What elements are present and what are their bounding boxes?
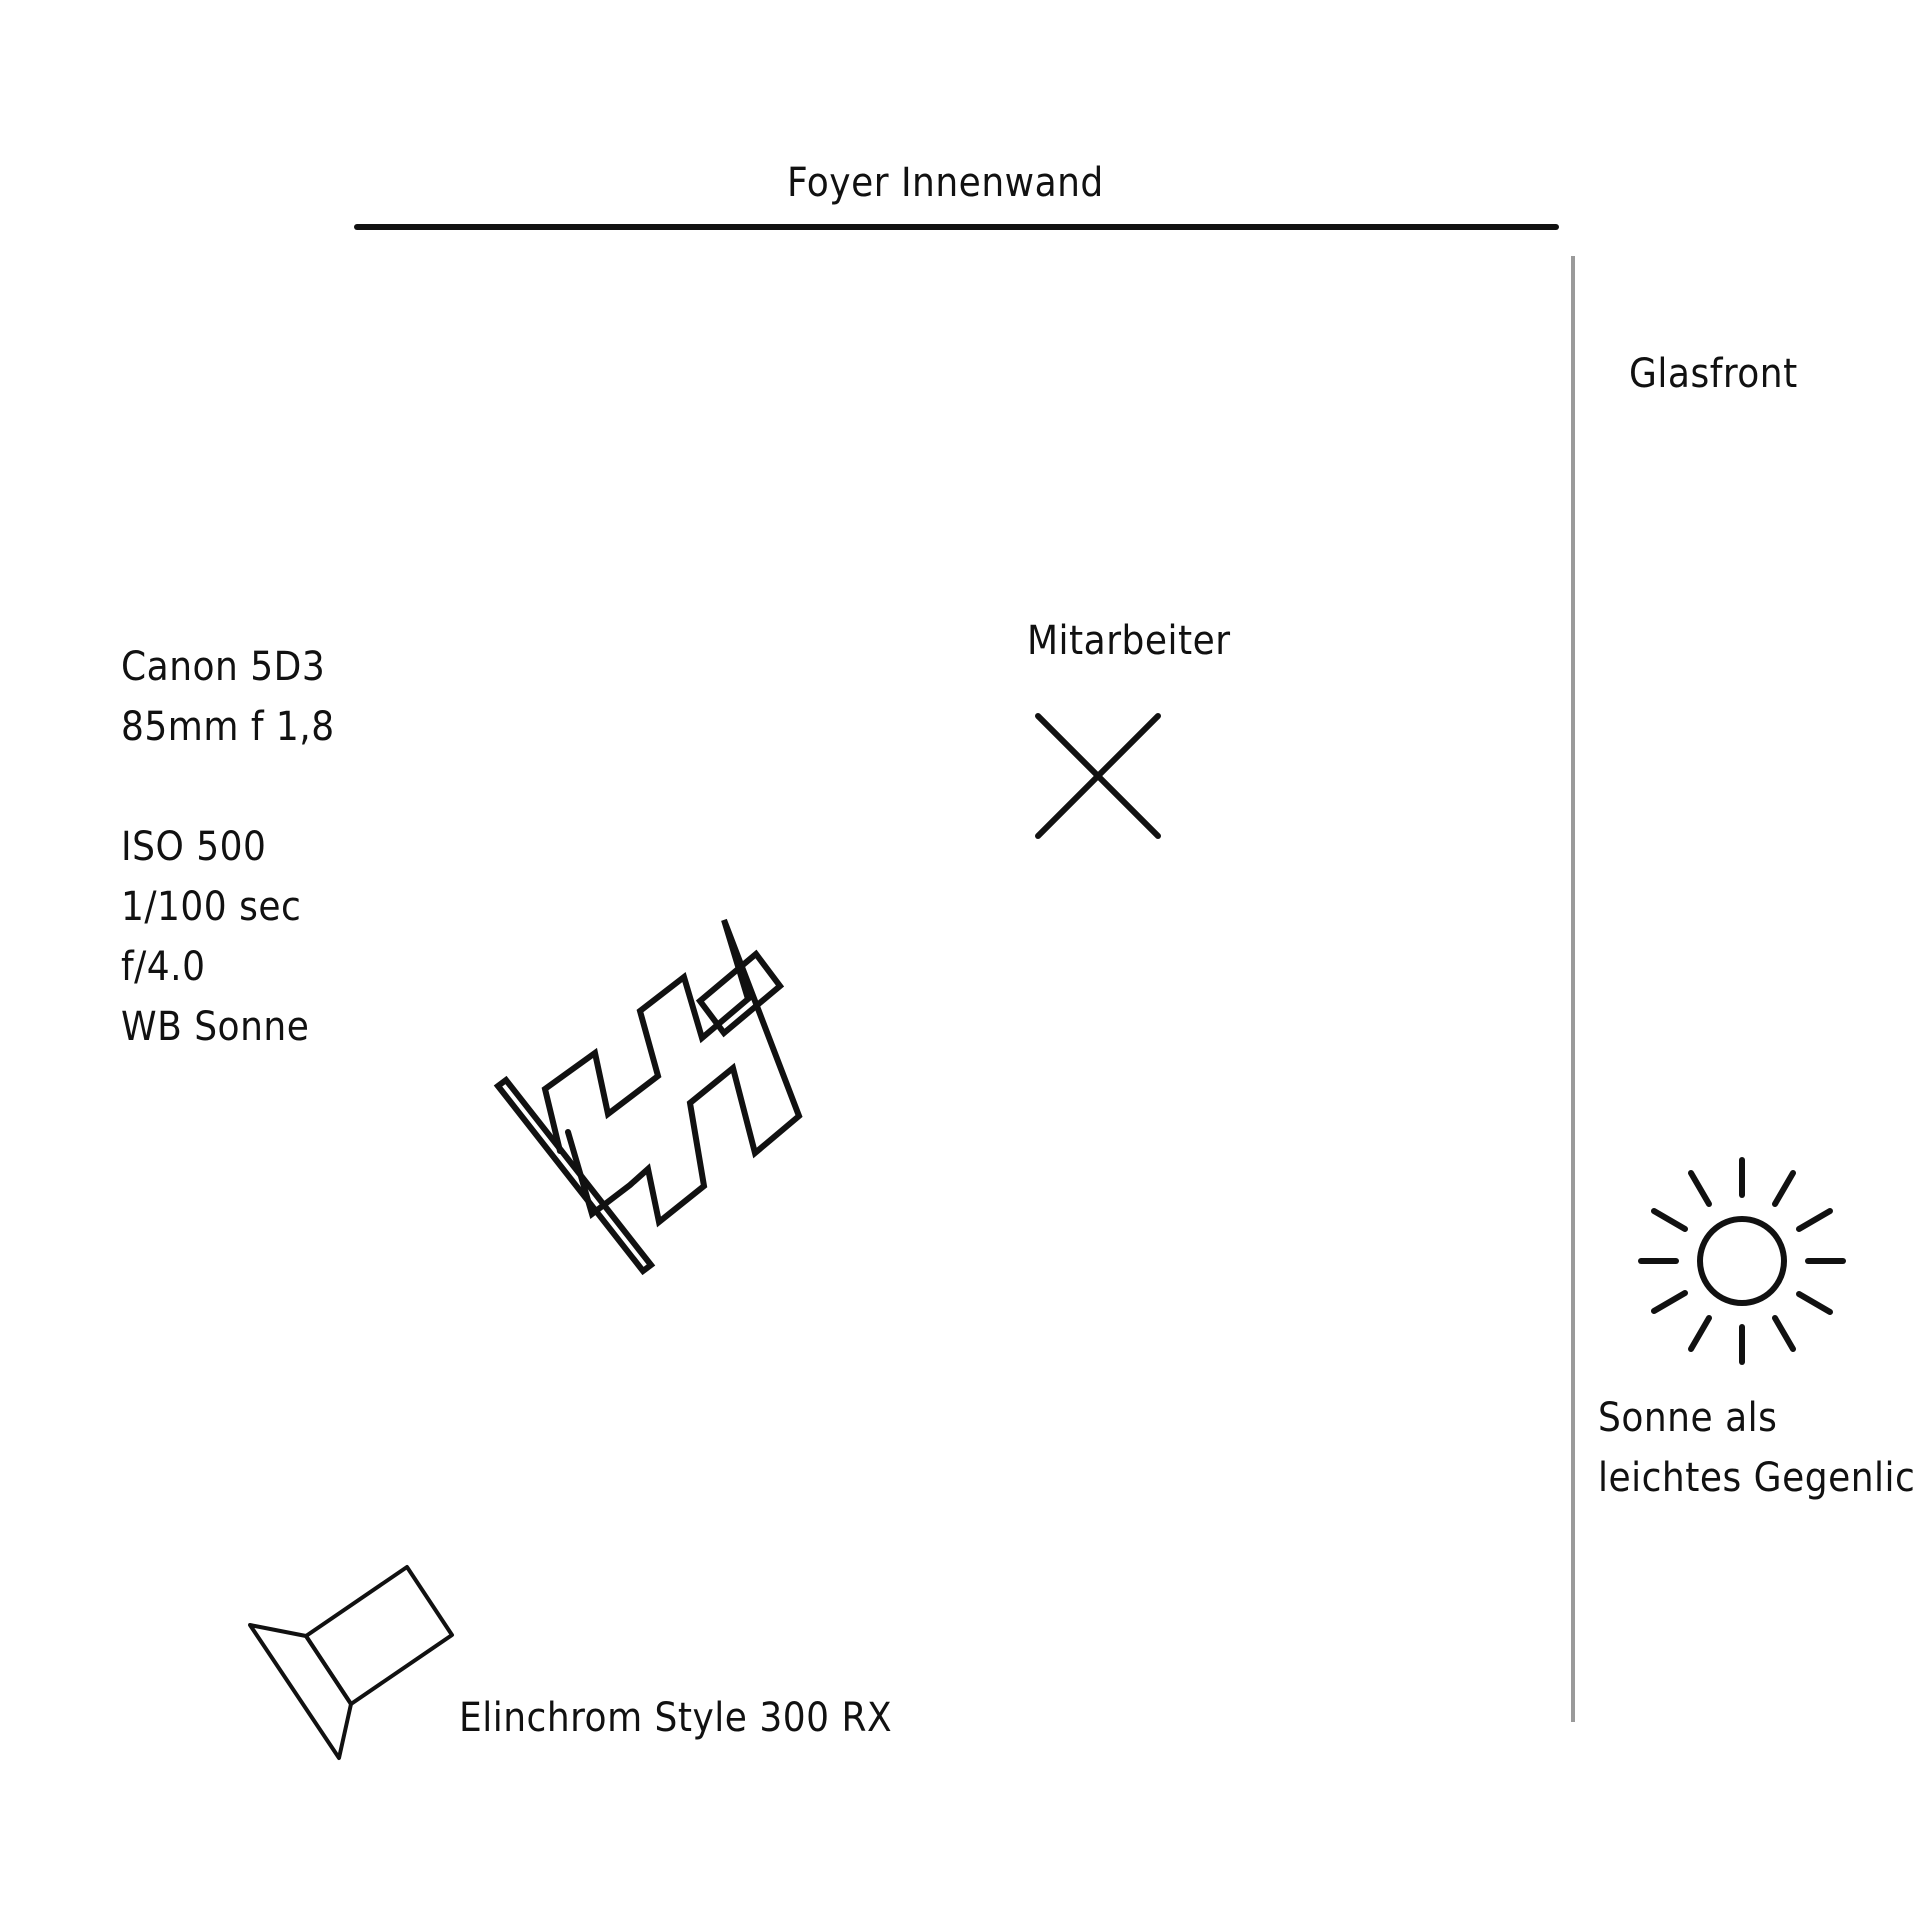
aperture-text: f/4.0 bbox=[121, 944, 206, 990]
sun-label: Sonne als leichtes Gegenlicht bbox=[1598, 1388, 1917, 1508]
shutter-text: 1/100 sec bbox=[121, 884, 302, 930]
camera-body-text: Canon 5D3 bbox=[121, 644, 326, 690]
iso-text: ISO 500 bbox=[121, 824, 267, 870]
subject-label: Mitarbeiter bbox=[1027, 618, 1231, 664]
softbox-icon bbox=[493, 918, 803, 1276]
white-balance-text: WB Sonne bbox=[121, 1004, 310, 1050]
sun-label-line-1: Sonne als bbox=[1598, 1395, 1778, 1441]
spacer-line bbox=[121, 757, 335, 817]
x-mark-icon bbox=[1035, 713, 1161, 839]
flash-label: Elinchrom Style 300 RX bbox=[459, 1695, 893, 1741]
camera-settings: Canon 5D3 85mm f 1,8 ISO 500 1/100 sec f… bbox=[121, 637, 335, 1057]
wall-label: Foyer Innenwand bbox=[787, 160, 1104, 206]
sun-label-line-2: leichtes Gegenlicht bbox=[1598, 1455, 1917, 1501]
lens-text: 85mm f 1,8 bbox=[121, 704, 335, 750]
sun-icon bbox=[1638, 1157, 1846, 1365]
flash-head-icon bbox=[248, 1565, 454, 1760]
glass-front-label: Glasfront bbox=[1629, 351, 1798, 397]
